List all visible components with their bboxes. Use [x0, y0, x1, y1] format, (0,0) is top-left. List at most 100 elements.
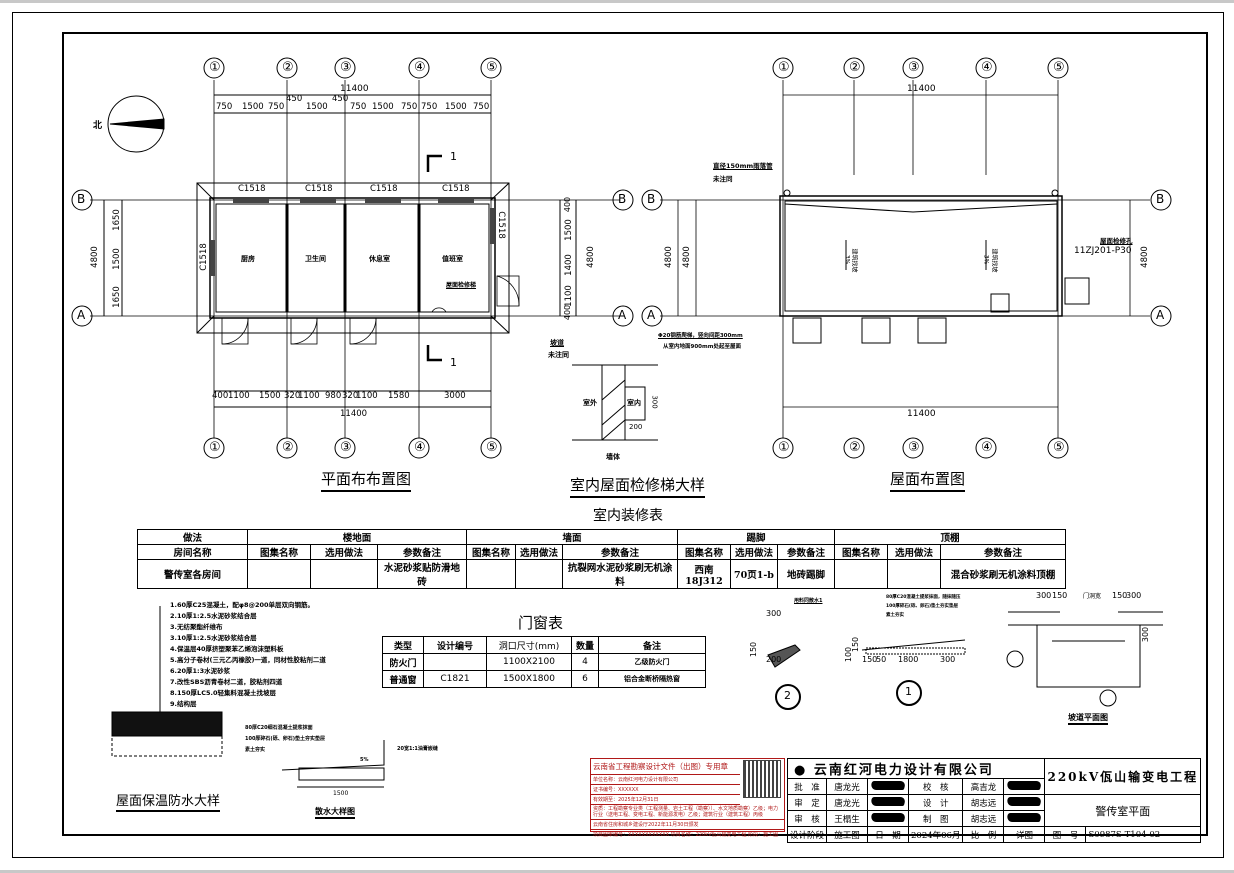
- ramp-plan-title: 坡道平面图: [1068, 712, 1108, 725]
- window-label: C1518: [442, 184, 470, 194]
- dim: 门洞宽: [1083, 593, 1102, 600]
- fin-sub: 图集名称: [834, 544, 888, 560]
- tb-label: 审 核: [786, 810, 828, 827]
- roof-axis-3-bottom: ③: [908, 440, 920, 455]
- dim: 200: [766, 655, 782, 664]
- roof-dim-left-2: 4800: [681, 246, 692, 268]
- apron-width: 1500: [333, 790, 349, 797]
- plan-doors: [221, 275, 520, 345]
- fin-cell: [466, 559, 516, 589]
- room-label-rest: 休息室: [369, 255, 390, 263]
- dim: 750: [473, 102, 490, 112]
- plan-bottom-total: 11400: [340, 409, 368, 419]
- dim: 100: [844, 646, 854, 663]
- plan-axis-4: ④: [414, 60, 426, 75]
- drawing-number: S0987S-T104-02: [1085, 826, 1202, 843]
- dw-header: 类型: [382, 636, 424, 654]
- table-row: 防火门 1100X2100 4 乙级防火门: [382, 653, 706, 671]
- plan-axis-a-right: A: [618, 308, 627, 322]
- stamp-project: 项目图审编号：XXXXXXXXXXXX 项目名称：220kV佤山输变电工程 阶段…: [593, 832, 779, 838]
- room-label-toilet: 卫生间: [305, 255, 326, 263]
- ramp-plan: [1006, 611, 1163, 707]
- fin-cell: [515, 559, 563, 589]
- design-stamp: 云南省工程勘察设计文件（出图）专用章 单位名称：云南红河电力设计有限公司 证书编…: [590, 758, 785, 838]
- dim: 1500: [563, 219, 574, 241]
- apron-detail: [281, 740, 385, 788]
- fin-sub: 图集名称: [677, 544, 731, 560]
- fin-cell: 抗裂网水泥砂浆刷无机涂料: [562, 559, 678, 589]
- layer-item: 6.20厚1:3水泥砂浆: [170, 667, 231, 675]
- roof-axis-1-bottom: ①: [778, 440, 790, 455]
- hatch-note: 屋面检修孔: [1100, 237, 1133, 245]
- dim: 1650: [111, 209, 122, 231]
- roof-axis-2: ②: [849, 60, 861, 75]
- window-bottom-edge: [0, 870, 1234, 873]
- layer-item: 9.结构层: [170, 700, 197, 708]
- finish-table-title: 室内装修表: [593, 508, 663, 524]
- layer-item: 4.保温层40厚挤塑聚苯乙烯泡沫塑料板: [170, 645, 284, 653]
- dim: 450: [332, 94, 349, 104]
- fin-cell: 地砖踢脚: [777, 559, 835, 589]
- fin-group: 墙面: [466, 529, 678, 545]
- dim: 150: [749, 641, 759, 658]
- plan-axis-1-bottom: ①: [209, 440, 221, 455]
- ramp-1-note: 80厚C20混凝土提浆抹面，随抹随压: [886, 595, 961, 600]
- signature: [1003, 778, 1046, 795]
- roof-bottom-total: 11400: [907, 409, 936, 419]
- roof-axis-4-bottom: ④: [981, 440, 993, 455]
- dw-cell: 4: [571, 653, 599, 671]
- apron-note-3: 素土夯实: [245, 747, 266, 753]
- dim: 450: [286, 94, 303, 104]
- fin-group: 踢脚: [677, 529, 835, 545]
- plan-right-total: 4800: [585, 246, 596, 268]
- ladder-dim-w: 200: [629, 423, 643, 431]
- drawing-sheet: [12, 12, 1224, 858]
- company-logo: ● 云南红河电力设计有限公司: [786, 758, 1046, 779]
- dim: 300: [940, 655, 956, 664]
- dim: 400: [212, 391, 229, 401]
- plan-axis-2: ②: [282, 60, 294, 75]
- stamp-title: 云南省工程勘察设计文件（出图）专用章: [591, 759, 740, 775]
- dim: 400: [563, 304, 573, 321]
- fin-sub: 参数备注: [940, 544, 1066, 560]
- plan-axis-5-bottom: ⑤: [486, 440, 498, 455]
- dim: 1500: [259, 391, 281, 401]
- plan-axis-4-bottom: ④: [414, 440, 426, 455]
- fin-sub: 选用做法: [887, 544, 941, 560]
- window-top-edge: [0, 0, 1234, 3]
- project-name: 220kV佤山输变电工程: [1044, 758, 1202, 795]
- slope-2: 3%: [982, 254, 990, 265]
- dim: 1400: [563, 254, 574, 276]
- roof-layer-list: 1.60厚C25混凝土，配φ8@200单层双向钢筋。 2.10厚1:2.5水泥砂…: [170, 600, 326, 710]
- dim: 1500: [242, 102, 264, 112]
- stamp-scope: 资质：工程勘察专业类（工程测量、岩土工程（勘察））、水文地质勘察）乙级；电力行业…: [591, 805, 784, 820]
- dw-cell: C1821: [423, 670, 487, 688]
- layer-item: 7.改性SBS沥青卷材二道，胶粘剂四道: [170, 678, 283, 686]
- dim: 1800: [898, 655, 919, 664]
- dim: 750: [216, 102, 233, 112]
- ladder-label: 屋面检修梯: [446, 282, 477, 289]
- dw-cell: 1500X1800: [486, 670, 572, 688]
- apron-slope: 5%: [360, 757, 369, 763]
- tb-value: 胡志远: [962, 810, 1005, 827]
- roof-axis-5-bottom: ⑤: [1053, 440, 1065, 455]
- plan-axis-2-bottom: ②: [282, 440, 294, 455]
- apron-title: 散水大样图: [315, 806, 355, 819]
- roof-title: 屋面布置图: [890, 468, 966, 492]
- apron-joint: 20宽1:1油膏嵌缝: [397, 746, 438, 752]
- fin-group: 顶棚: [834, 529, 1066, 545]
- fin-sub: 选用做法: [730, 544, 778, 560]
- tb-value: 胡志远: [962, 794, 1005, 811]
- sheet-title: 警传室平面: [1044, 794, 1202, 827]
- ramp-detail-1-mark: 1: [905, 685, 912, 698]
- roof-outline: [779, 195, 1063, 317]
- layer-item: 3.无纺聚酯纤维布: [170, 623, 223, 631]
- section-mark-bottom: 1: [450, 356, 457, 369]
- dw-header: 数量: [571, 636, 599, 654]
- plan-axis-b-right: B: [618, 192, 627, 206]
- ramp-detail-2-section: [767, 644, 801, 668]
- plan-axis-3: ③: [340, 60, 352, 75]
- roof-axis-a-right: A: [1156, 308, 1165, 322]
- tb-label: 比 例: [962, 826, 1005, 843]
